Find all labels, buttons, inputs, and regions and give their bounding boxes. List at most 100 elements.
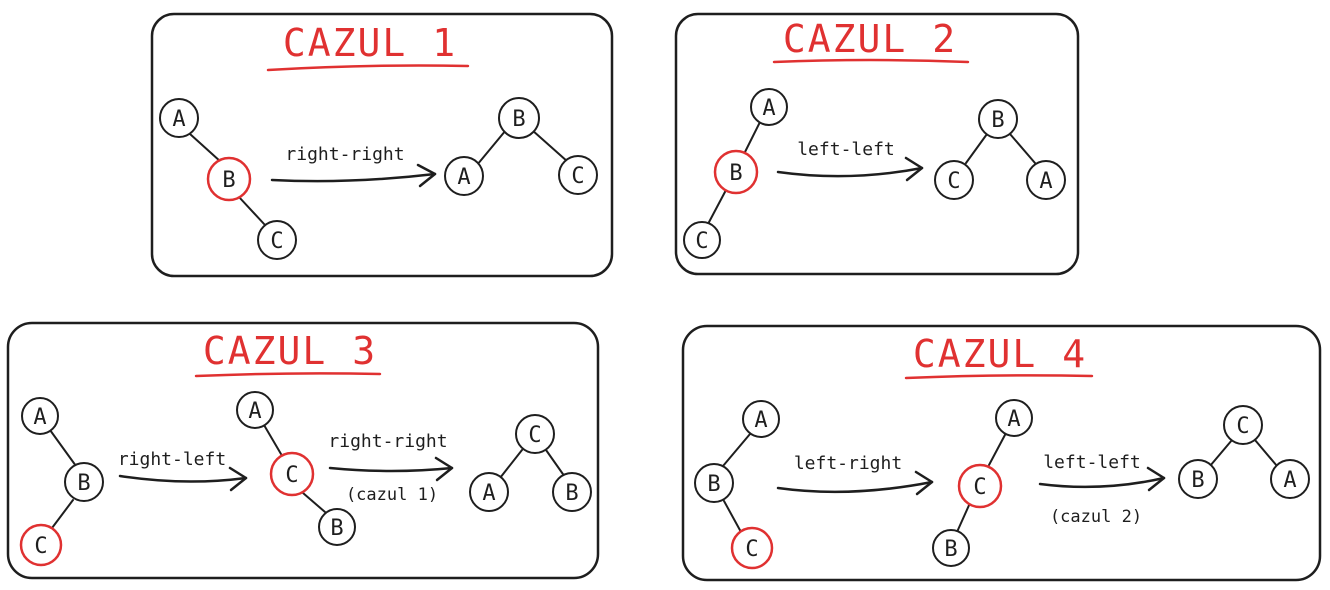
panel-cazul-4: CAZUL 4 A B C left-right A C xyxy=(681,324,1322,582)
title-underline xyxy=(194,372,382,378)
arrow-note: (cazul 1) xyxy=(346,485,438,505)
node-label: B xyxy=(1191,468,1204,493)
arrow-shaft xyxy=(270,172,437,183)
tree-node xyxy=(683,221,721,259)
transform-arrow: left-left xyxy=(776,139,924,182)
tree-node xyxy=(498,97,540,139)
tree-edge xyxy=(545,449,566,478)
tree-node xyxy=(64,462,104,502)
node-label: C xyxy=(34,534,47,559)
node-label: A xyxy=(482,481,495,506)
transform-arrow: left-left (cazul 2) xyxy=(1038,452,1166,527)
tree-edge xyxy=(531,129,569,163)
tree-node xyxy=(932,529,970,567)
tree-node xyxy=(236,391,274,429)
node-label: C xyxy=(973,475,986,500)
node-label: C xyxy=(285,463,298,488)
tree-node xyxy=(742,400,780,438)
node-label: C xyxy=(528,423,541,448)
tree-node xyxy=(1270,459,1310,499)
arrow-label: left-left xyxy=(797,139,895,160)
tree-edge xyxy=(263,424,282,455)
tree-node xyxy=(318,508,356,546)
tree-node-highlighted xyxy=(269,451,315,497)
node-label: B xyxy=(77,471,90,496)
arrow-label: right-left xyxy=(118,449,226,470)
panel-title: CAZUL 2 xyxy=(783,17,957,61)
arrow-shaft xyxy=(776,166,924,178)
transform-arrow: right-right xyxy=(270,144,437,188)
node-label: B xyxy=(565,481,578,506)
tree-edge xyxy=(743,121,761,155)
tree-node xyxy=(558,155,598,195)
tree-node-highlighted xyxy=(713,149,759,195)
arrow-head xyxy=(434,456,454,482)
tree-edge xyxy=(722,433,751,467)
tree-middle: A C B xyxy=(932,399,1033,567)
tree-node xyxy=(552,472,592,512)
arrow-shaft xyxy=(328,466,454,473)
tree-edge xyxy=(1254,439,1278,467)
node-label: B xyxy=(330,516,343,541)
tree-before: A B C xyxy=(683,88,788,259)
tree-before: A B C xyxy=(694,400,780,570)
tree-edge xyxy=(49,429,77,467)
arrow-shaft xyxy=(776,480,934,494)
title-underline xyxy=(904,374,1094,380)
node-label: A xyxy=(754,408,767,433)
tree-before: A B C xyxy=(159,98,297,260)
tree-node xyxy=(978,99,1018,139)
arrow-head xyxy=(416,163,437,188)
tree-node xyxy=(995,399,1033,437)
arrow-label: left-right xyxy=(794,453,902,474)
tree-edge xyxy=(302,492,326,513)
tree-after: B C A xyxy=(934,99,1066,200)
tree-edge xyxy=(956,502,971,533)
transform-arrow: right-left xyxy=(118,449,248,492)
tree-edge xyxy=(189,133,222,163)
tree-after: C A B xyxy=(469,414,592,512)
node-label: C xyxy=(1236,414,1249,439)
transform-arrow: left-right xyxy=(776,453,934,496)
panel-title: CAZUL 3 xyxy=(203,329,377,373)
node-label: A xyxy=(762,96,775,121)
tree-node xyxy=(934,160,974,200)
arrow-shaft xyxy=(118,474,248,483)
arrow-head xyxy=(914,470,934,496)
panel-title: CAZUL 4 xyxy=(913,332,1087,376)
tree-node xyxy=(444,156,484,196)
panel-frame xyxy=(150,12,614,278)
arrow-label: right-right xyxy=(285,144,404,165)
arrow-label: right-right xyxy=(328,431,447,452)
tree-node-highlighted xyxy=(957,463,1003,509)
panel-cazul-3: CAZUL 3 A B C right-left A C xyxy=(6,321,600,580)
tree-middle: A C B xyxy=(236,391,356,546)
tree-node-highlighted xyxy=(19,523,63,567)
node-label: B xyxy=(944,537,957,562)
tree-after: C B A xyxy=(1178,405,1310,499)
tree-node xyxy=(257,220,297,260)
tree-node xyxy=(694,463,734,503)
tree-edge xyxy=(988,432,1007,466)
panel-cazul-2: CAZUL 2 A B C left-left B C xyxy=(674,12,1080,276)
tree-edge xyxy=(1009,133,1036,164)
node-label: C xyxy=(270,229,283,254)
node-label: B xyxy=(512,107,525,132)
panel-title: CAZUL 1 xyxy=(283,21,457,65)
arrow-head xyxy=(1146,466,1166,492)
panel-frame xyxy=(674,12,1080,276)
transform-arrow: right-right (cazul 1) xyxy=(328,431,454,505)
tree-after: B A C xyxy=(444,97,598,196)
arrow-shaft xyxy=(1038,476,1166,489)
node-label: A xyxy=(248,399,261,424)
tree-node xyxy=(515,414,555,454)
node-label: C xyxy=(947,169,960,194)
node-label: B xyxy=(222,168,235,193)
tree-edge xyxy=(707,189,727,225)
node-label: B xyxy=(707,472,720,497)
node-label: A xyxy=(1283,468,1296,493)
node-label: A xyxy=(33,405,46,430)
tree-edge xyxy=(723,500,742,533)
tree-node xyxy=(1223,405,1263,445)
